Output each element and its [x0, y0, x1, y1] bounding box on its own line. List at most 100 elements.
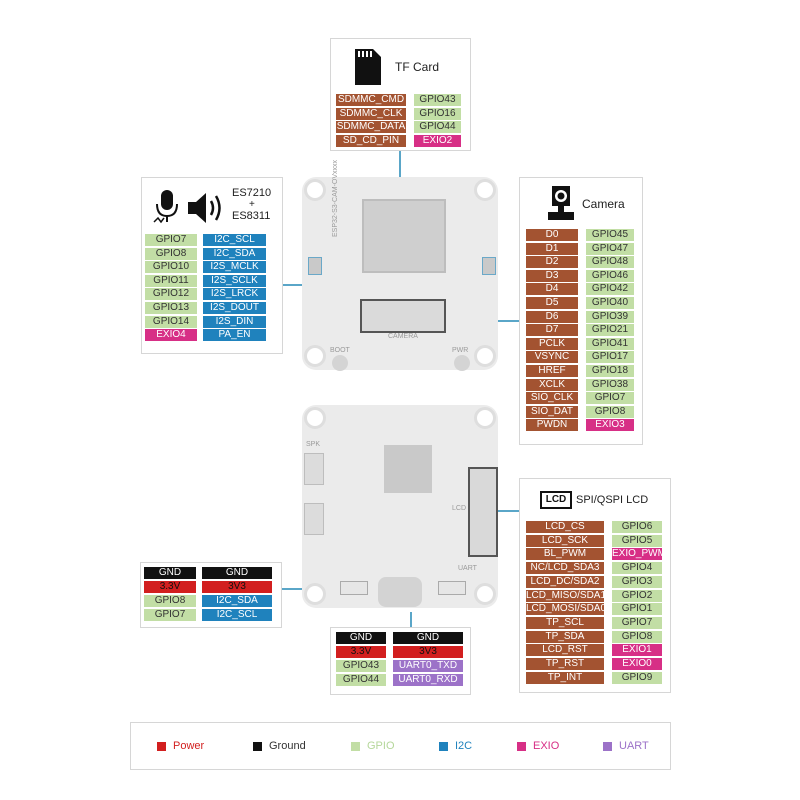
mount-hole	[304, 179, 326, 201]
pin-cell-right: GND	[202, 567, 272, 579]
mount-hole	[304, 407, 326, 429]
lcd-connector-line	[495, 510, 521, 512]
boot-button[interactable]	[332, 355, 348, 371]
pwr-silk: PWR	[452, 347, 469, 354]
pin-cell-left: EXIO4	[145, 329, 197, 342]
pin-cell-right: GPIO48	[586, 256, 634, 269]
pin-cell-left: D7	[526, 324, 578, 337]
mount-hole	[474, 407, 496, 429]
mount-hole	[304, 345, 326, 367]
speaker-connector	[304, 503, 324, 535]
microphone-chip	[308, 257, 322, 275]
pin-cell-left: D5	[526, 297, 578, 309]
pin-cell-left: D6	[526, 310, 578, 323]
pin-cell-right: GPIO8	[586, 405, 634, 418]
pin-cell-right: EXIO1	[612, 644, 662, 657]
pin-cell-right: GND	[393, 632, 463, 644]
pin-cell-left: GPIO10	[145, 261, 197, 274]
i2c-connector	[340, 581, 368, 595]
pin-cell-left: GPIO44	[336, 674, 386, 686]
pin-cell-left: D1	[526, 242, 578, 255]
audio-title-line3: ES8311	[232, 210, 271, 222]
legend-swatch	[351, 742, 360, 751]
pin-cell-left: PCLK	[526, 337, 578, 350]
pin-cell-left: TP_RST	[526, 658, 604, 670]
uart-connector	[438, 581, 466, 595]
pin-cell-left: GPIO8	[145, 247, 197, 260]
legend-swatch	[517, 742, 526, 751]
pin-cell-right: GPIO43	[414, 94, 461, 106]
audio-title-line1: ES7210	[232, 187, 272, 199]
pin-cell-right: GPIO47	[586, 242, 634, 255]
speaker-icon	[188, 193, 221, 223]
camera-icon	[548, 186, 574, 220]
pin-cell-left: LCD_RST	[526, 644, 604, 657]
pin-cell-right: GPIO7	[586, 392, 634, 405]
uart-connector-line	[410, 612, 412, 630]
bottom-board: SPK LCD UART	[302, 405, 498, 608]
pin-cell-right: EXIO0	[612, 658, 662, 670]
pin-cell-left: GPIO43	[336, 660, 386, 672]
lcd-title: SPI/QSPI LCD	[576, 494, 649, 506]
spk-silk: SPK	[306, 441, 321, 448]
pin-cell-right: GPIO6	[612, 521, 662, 533]
lcd-icon: LCD	[540, 491, 572, 509]
legend-label: EXIO	[533, 740, 560, 752]
legend-swatch	[603, 742, 612, 751]
pin-cell-right: EXIO2	[414, 135, 461, 148]
pwr-button[interactable]	[454, 355, 470, 371]
top-board: ESP32-S3-CAM-OVxxxx BOOT PWR CAMERA	[302, 160, 498, 371]
pin-cell-right: GPIO2	[612, 589, 662, 602]
pin-cell-left: BL_PWM	[526, 548, 604, 561]
legend-label: GPIO	[367, 740, 395, 752]
pin-cell-right: EXIO3	[586, 419, 634, 432]
pin-cell-right: 3V3	[202, 581, 272, 593]
pin-cell-left: SIO_DAT	[526, 405, 578, 418]
pin-cell-right: I2C_SCL	[202, 609, 272, 621]
pin-cell-right: GPIO42	[586, 283, 634, 296]
tf-card-slot	[362, 199, 446, 273]
pin-cell-left: 3.3V	[144, 581, 196, 593]
pin-cell-right: GPIO45	[586, 229, 634, 241]
pin-cell-right: PA_EN	[203, 329, 266, 342]
mount-hole	[474, 345, 496, 367]
pin-cell-left: D0	[526, 229, 578, 241]
pin-cell-left: PWDN	[526, 419, 578, 432]
legend-swatch	[157, 742, 166, 751]
pin-cell-left: SDMMC_CLK	[336, 107, 406, 120]
pin-cell-right: GPIO18	[586, 365, 634, 377]
camera-connector	[360, 299, 446, 333]
pin-cell-right: GPIO44	[414, 121, 461, 134]
pin-cell-right: UART0_TXD	[393, 660, 463, 672]
pin-cell-right: GPIO8	[612, 630, 662, 643]
pin-cell-right: EXIO_PWM	[612, 548, 662, 561]
pin-cell-left: LCD_MISO/SDA1	[526, 589, 604, 602]
mount-hole	[474, 583, 496, 605]
pin-cell-left: D4	[526, 283, 578, 296]
pin-cell-left: NC/LCD_SDA3	[526, 562, 604, 575]
pin-cell-right: GPIO46	[586, 269, 634, 282]
pin-cell-left: SDMMC_DATA	[336, 121, 406, 134]
pin-cell-right: GPIO17	[586, 351, 634, 364]
pin-cell-left: LCD_CS	[526, 521, 604, 533]
pin-cell-left: GPIO12	[145, 288, 197, 301]
pin-cell-right: GPIO40	[586, 297, 634, 309]
pin-cell-left: TP_SCL	[526, 616, 604, 629]
legend-swatch	[253, 742, 262, 751]
pin-cell-right: GPIO3	[612, 575, 662, 588]
pin-cell-right: GPIO21	[586, 324, 634, 337]
pin-cell-left: TP_INT	[526, 671, 604, 684]
pin-cell-left: XCLK	[526, 378, 578, 391]
lcd-silk: LCD	[452, 505, 467, 512]
pin-cell-right: I2S_MCLK	[203, 261, 266, 274]
pin-cell-right: GPIO39	[586, 310, 634, 323]
lcd-connector	[468, 467, 498, 557]
audio-connector-line	[280, 284, 322, 286]
pin-cell-right: I2C_SDA	[203, 247, 266, 260]
pin-cell-right: GPIO4	[612, 562, 662, 575]
pin-cell-right: I2C_SDA	[202, 595, 272, 607]
pin-cell-left: GND	[336, 632, 386, 644]
pin-cell-left: GPIO11	[145, 274, 197, 287]
pin-cell-right: I2S_DOUT	[203, 302, 266, 314]
